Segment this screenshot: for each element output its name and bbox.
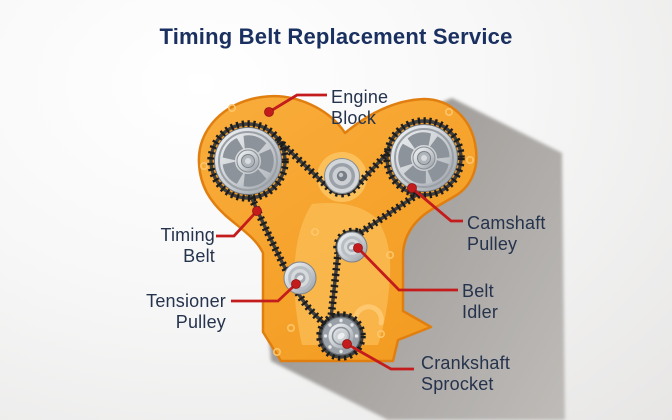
crankshaft-sprocket-callout-dot — [342, 339, 352, 349]
label-timing-belt-line2: Belt — [183, 246, 215, 266]
label-belt-idler: Belt Idler — [462, 281, 498, 323]
label-crankshaft-sprocket-line1: Crankshaft — [421, 353, 511, 373]
label-timing-belt: Timing Belt — [140, 225, 215, 267]
label-tensioner-pulley: Tensioner Pulley — [130, 291, 226, 333]
label-camshaft-pulley-line2: Pulley — [467, 234, 518, 254]
timing-belt-callout-dot — [252, 206, 262, 216]
belt-idler-callout-line — [356, 247, 458, 292]
engine-block-callout-line — [268, 93, 327, 114]
label-engine-block: Engine Block — [331, 87, 388, 129]
label-belt-idler-line1: Belt — [462, 281, 494, 301]
label-engine-block-line1: Engine — [331, 87, 389, 107]
label-tensioner-pulley-line2: Pulley — [175, 312, 226, 332]
label-camshaft-pulley-line1: Camshaft — [467, 213, 546, 233]
engine-block-callout-dot — [264, 107, 274, 117]
tensioner-pulley-callout-line — [231, 282, 297, 303]
page-title: Timing Belt Replacement Service — [159, 24, 513, 49]
tensioner-pulley-callout-dot — [291, 279, 301, 289]
label-crankshaft-sprocket: Crankshaft Sprocket — [421, 353, 510, 395]
left-camshaft-pulley — [214, 127, 282, 195]
camshaft-pulley-callout-dot — [407, 183, 417, 193]
right-camshaft-pulley — [390, 124, 458, 192]
timing-belt-callout-line — [216, 210, 259, 238]
camshaft-pulley-callout-line — [411, 186, 463, 223]
upper-idler-pulley — [324, 158, 360, 194]
label-camshaft-pulley: Camshaft Pulley — [467, 213, 546, 255]
label-engine-block-line2: Block — [331, 108, 377, 128]
crankshaft-sprocket-callout-line — [346, 342, 414, 371]
label-timing-belt-line1: Timing — [160, 225, 215, 245]
label-tensioner-pulley-line1: Tensioner — [146, 291, 226, 311]
belt-idler-callout-dot — [353, 243, 363, 253]
label-crankshaft-sprocket-line2: Sprocket — [421, 374, 494, 394]
label-belt-idler-line2: Idler — [462, 302, 499, 322]
